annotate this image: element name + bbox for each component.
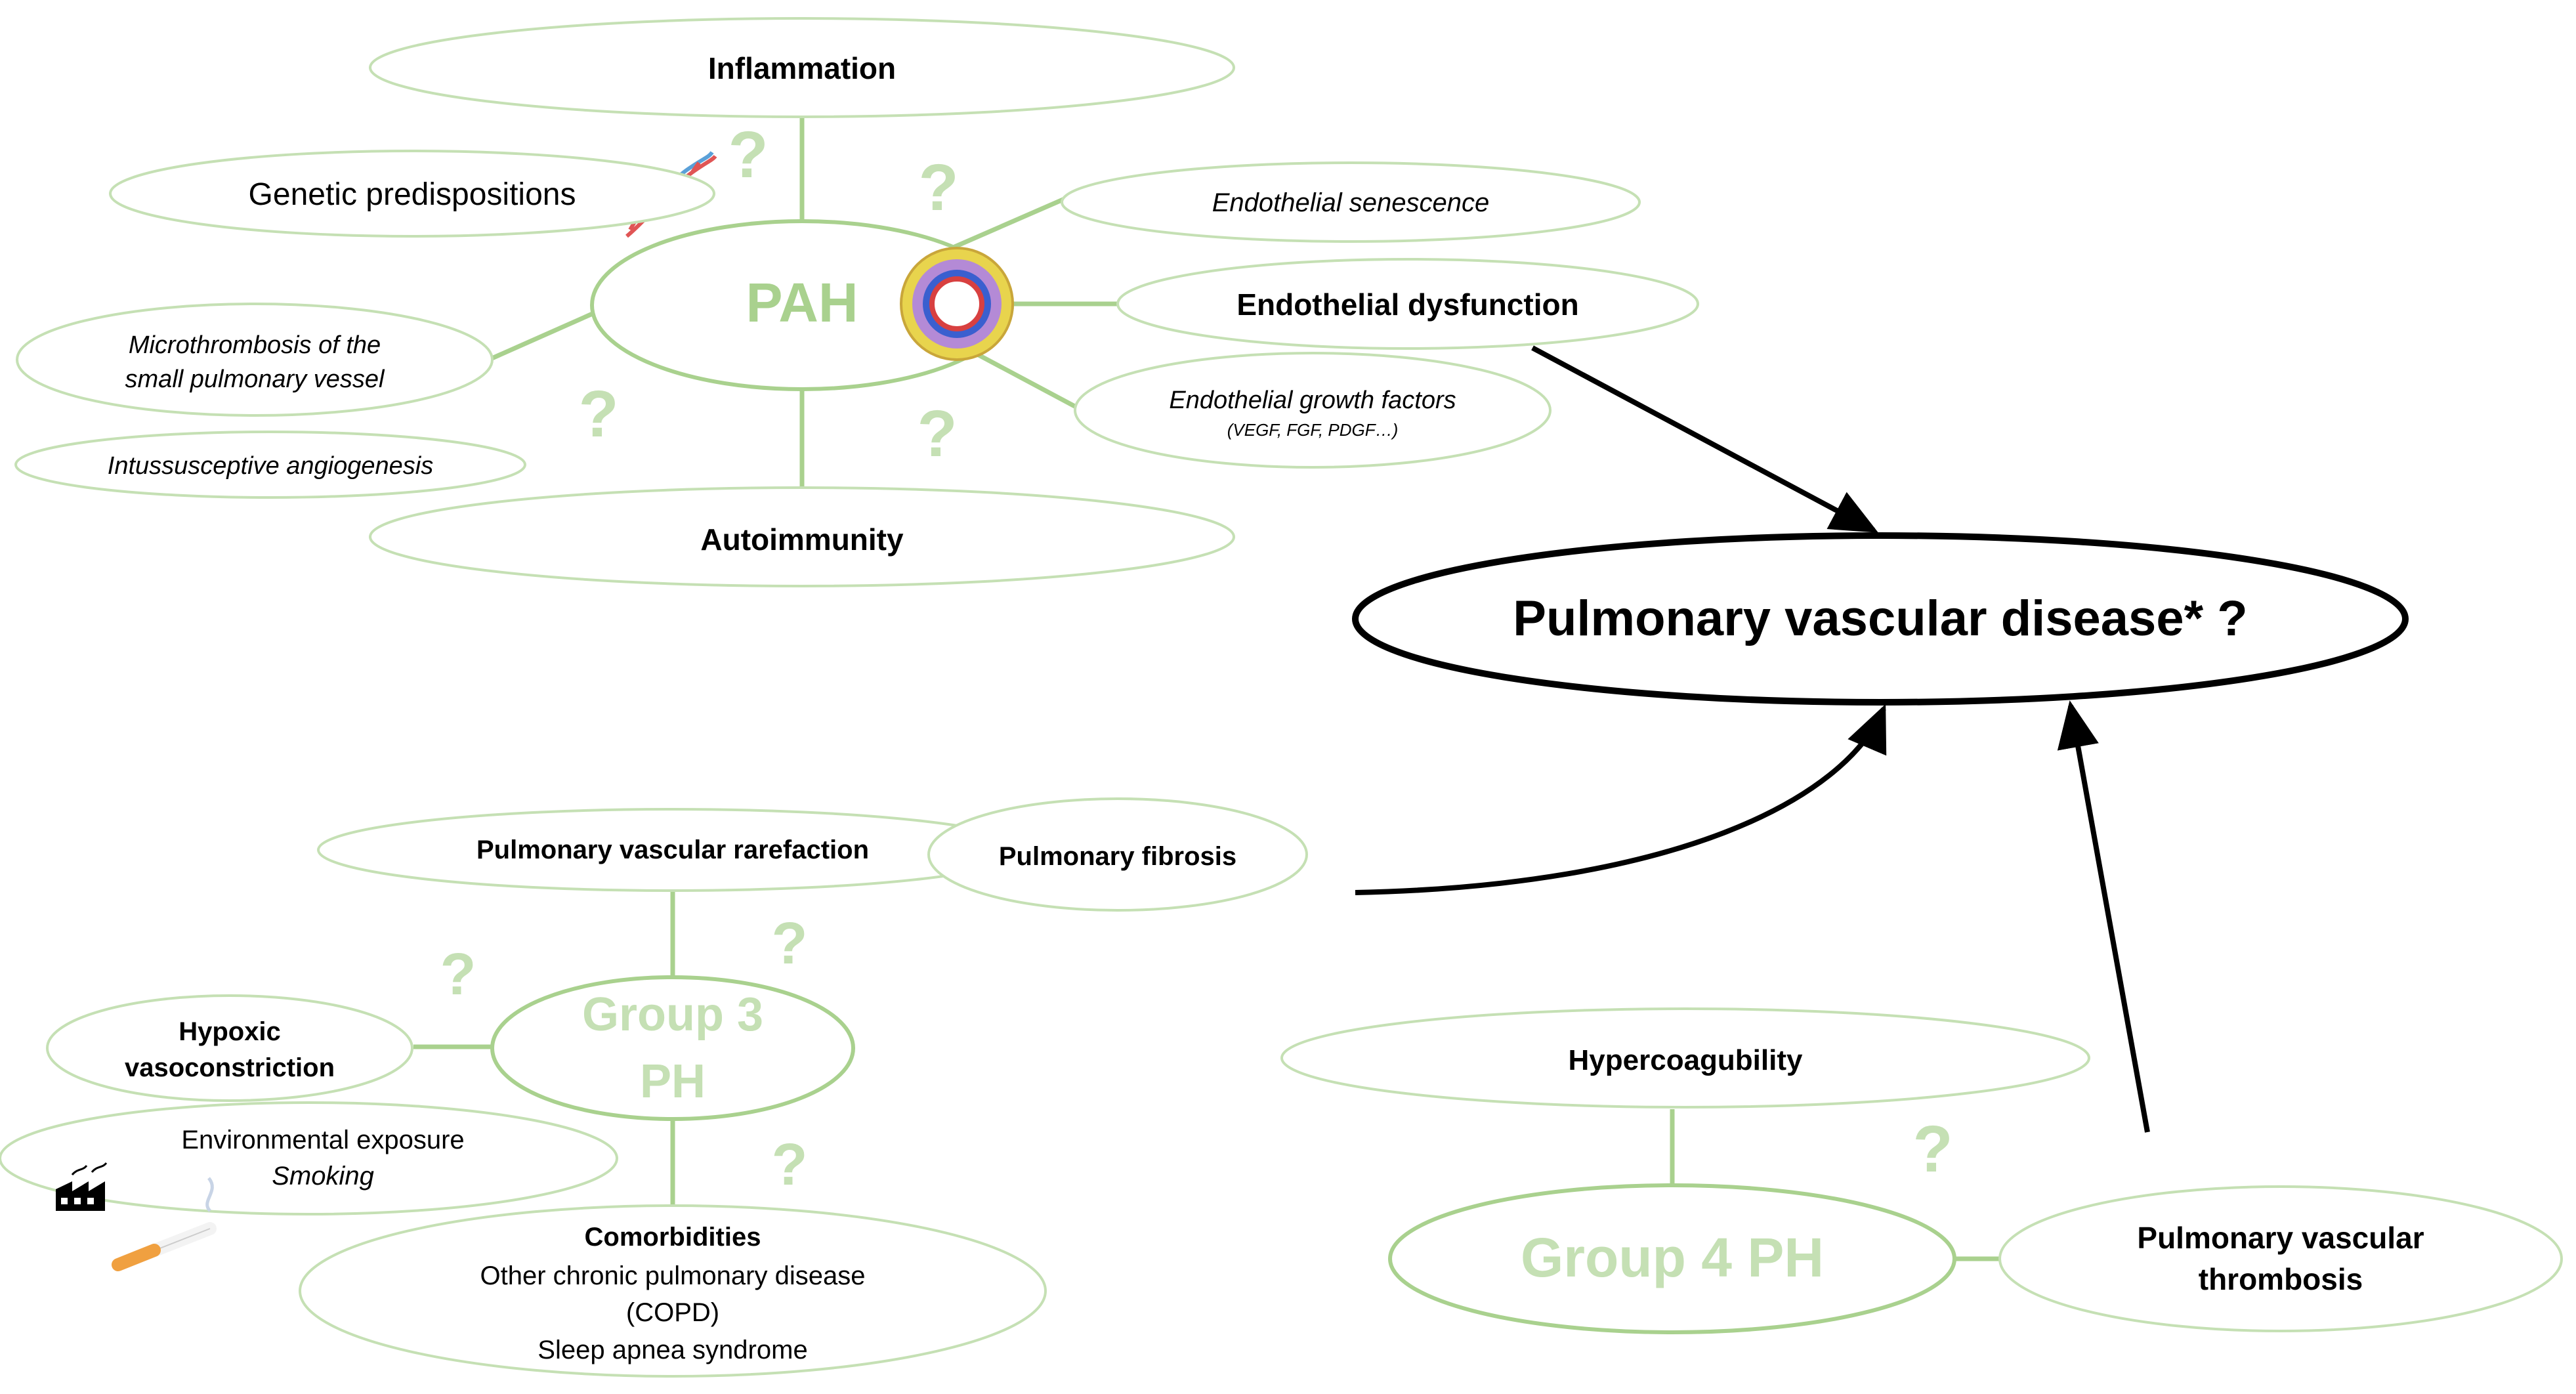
microthrombosis-ellipse [16,303,494,417]
senescence-label: Endothelial senescence [1212,188,1490,217]
thrombosis-label-1: Pulmonary vascular [2137,1221,2424,1255]
hypoxic-label-1: Hypoxic [179,1017,281,1046]
question-mark: ? [918,151,958,224]
group4-hub-label: Group 4 PH [1521,1227,1824,1288]
question-mark: ? [772,1132,808,1198]
arrow-group3-to-center [1355,704,1887,895]
fibrosis-label: Pulmonary fibrosis [999,842,1236,871]
group4-hub-ellipse [1388,1183,1956,1334]
senescence-ellipse [1061,161,1641,243]
genetic-label: Genetic predispositions [249,177,576,212]
genetic-ellipse [109,150,715,238]
question-mark: ? [440,942,476,1007]
question-mark: ? [728,118,768,192]
hypercoag-label: Hypercoagubility [1569,1044,1803,1076]
central-node: Pulmonary vascular disease* ? [1352,532,2409,706]
pah-cluster: PAH Inflammation Genetic predispositions… [14,17,1699,587]
arrow-group4-to-center [2057,700,2150,1133]
thrombosis-label-2: thrombosis [2199,1262,2363,1296]
dysfunction-label: Endothelial dysfunction [1236,287,1578,322]
vessel-cross-section-icon [900,247,1014,361]
factory-icon [56,1162,108,1211]
environmental-label: Environmental exposure [181,1126,464,1154]
connector-growth-factors [970,348,1081,412]
growth-factors-label: Endothelial growth factors [1169,387,1456,414]
comorbidities-title: Comorbidities [585,1223,761,1252]
comorbidities-line-2: (COPD) [626,1298,719,1327]
angiogenesis-label: Intussusceptive angiogenesis [108,452,433,480]
inflammation-label: Inflammation [708,51,896,85]
pulmonary-vascular-disease-label: Pulmonary vascular disease* ? [1513,591,2247,646]
question-mark: ? [578,377,618,451]
question-mark: ? [772,911,808,977]
group4-cluster: Hypercoagubility Group 4 PH Pulmonary va… [1280,1007,2563,1334]
comorbidities-ellipse [299,1204,1047,1378]
autoimmunity-ellipse [369,486,1235,587]
angiogenesis-ellipse [14,431,526,499]
inflammation-ellipse [369,17,1235,118]
comorbidities-line-1: Other chronic pulmonary disease [480,1261,866,1290]
connector-senescence [950,196,1066,251]
hypercoag-ellipse [1280,1007,2090,1109]
comorbidities-line-3: Sleep apnea syndrome [538,1336,807,1364]
group3-connectors [413,889,675,1204]
connector-microthrombosis [488,310,595,362]
pulmonary-vascular-disease-ellipse [1352,532,2409,706]
rarefaction-label: Pulmonary vascular rarefaction [476,835,869,864]
group3-hub-label-2: PH [640,1055,706,1108]
smoking-label: Smoking [272,1162,374,1191]
group3-cluster: Pulmonary vascular rarefaction Pulmonary… [0,797,1308,1378]
cigarette-icon [112,1177,217,1271]
hypoxic-ellipse [46,994,413,1102]
environmental-ellipse [0,1101,618,1215]
autoimmunity-label: Autoimmunity [700,522,904,557]
group4-connectors [1670,1109,2002,1261]
group3-hub-label-1: Group 3 [582,988,763,1041]
arrows [1355,345,2150,1133]
thrombosis-ellipse [1998,1185,2563,1332]
group3-hub-ellipse [490,975,855,1121]
microthrombosis-label-1: Microthrombosis of the [129,331,381,359]
question-mark: ? [1912,1112,1953,1186]
pah-hub-label: PAH [746,272,858,333]
microthrombosis-label-2: small pulmonary vessel [125,366,385,393]
fibrosis-ellipse [927,797,1308,912]
pah-connectors [488,118,1119,487]
hypoxic-label-2: vasoconstriction [125,1053,335,1082]
question-mark: ? [917,397,957,471]
growth-factors-sublabel: (VEGF, FGF, PDGF…) [1227,420,1399,440]
growth-factors-ellipse [1074,352,1552,469]
arrow-pah-to-center [1531,345,1879,533]
dysfunction-ellipse [1116,258,1699,350]
